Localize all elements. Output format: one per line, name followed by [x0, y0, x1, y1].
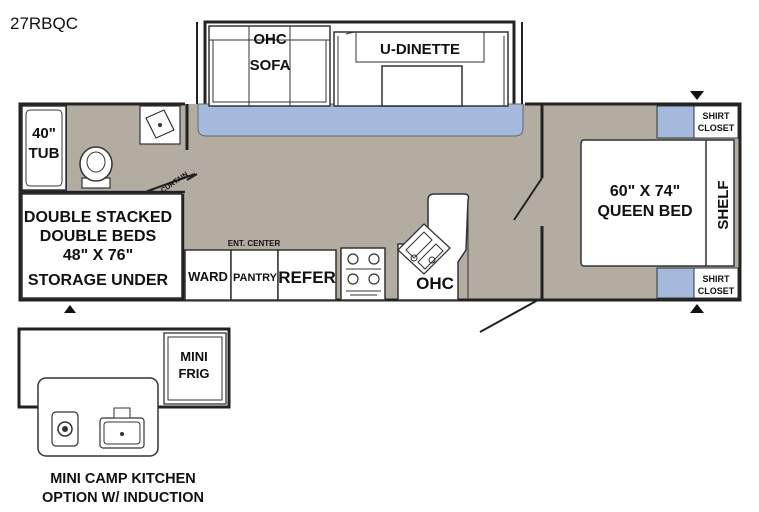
queen-bed-label: QUEEN BED	[597, 203, 692, 220]
u-dinette-label: U-DINETTE	[380, 41, 460, 58]
shirt-closet-top	[656, 105, 739, 139]
mini-frig-line1: MINI	[180, 349, 207, 364]
entry-door	[479, 299, 539, 333]
tub	[21, 105, 67, 191]
shirt-closet-bottom	[656, 267, 739, 299]
bedroom-door	[513, 177, 543, 221]
sofa-ohc-label: OHC	[253, 31, 287, 48]
sofa-label: SOFA	[250, 57, 291, 74]
bed-size-label: 60" X 74"	[610, 183, 680, 200]
shirt-closet-bottom-line1: SHIRT	[703, 274, 731, 284]
pantry-label: PANTRY	[233, 272, 278, 284]
cabinet-row	[184, 249, 337, 301]
marker-top-right	[690, 91, 704, 100]
mini-frig	[163, 332, 227, 405]
u-dinette	[333, 31, 509, 107]
ohc-kitchen-label: OHC	[416, 274, 454, 293]
bunk-line2: DOUBLE BEDS	[40, 228, 157, 245]
ward-label: WARD	[188, 269, 228, 284]
slide-floor	[197, 103, 524, 137]
camp-kitchen-line1: MINI CAMP KITCHEN	[50, 471, 196, 487]
bunk-line1: DOUBLE STACKED	[24, 209, 172, 226]
tub-label: TUB	[29, 145, 60, 162]
bath-sink-icon	[139, 105, 181, 145]
bunk-line4: STORAGE UNDER	[28, 272, 169, 289]
bunk-beds	[21, 193, 183, 299]
kitchen-sink-icon	[397, 223, 451, 275]
shelf-label: SHELF	[715, 180, 732, 229]
model-number: 27RBQC	[10, 14, 78, 33]
camp-kitchen-line2: OPTION W/ INDUCTION	[42, 490, 204, 506]
bath-door	[144, 173, 196, 193]
toilet-icon	[79, 146, 113, 189]
stove-icon	[340, 247, 386, 301]
induction-cooktop-icon	[51, 411, 79, 447]
shirt-closet-top-line2: CLOSET	[698, 123, 735, 133]
sofa	[208, 25, 331, 107]
bunk-line3: 48" X 76"	[63, 247, 133, 264]
mini-frig-line2: FRIG	[178, 366, 209, 381]
marker-bottom-left	[64, 305, 76, 313]
queen-bed	[580, 139, 735, 267]
tub-size-label: 40"	[32, 125, 56, 142]
ent-center-label: ENT. CENTER	[228, 239, 281, 248]
marker-bottom-right	[690, 304, 704, 313]
shirt-closet-bottom-line2: CLOSET	[698, 286, 735, 296]
camp-sink-icon	[99, 407, 145, 449]
refer-label: REFER	[278, 268, 336, 287]
shirt-closet-top-line1: SHIRT	[703, 111, 731, 121]
